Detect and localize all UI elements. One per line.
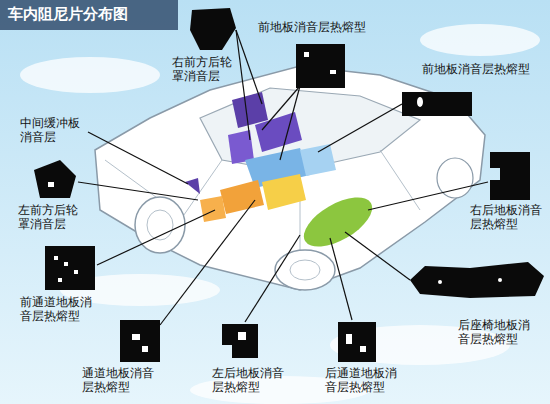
part-silhouette (222, 324, 258, 358)
part-silhouettes (34, 8, 544, 362)
hole (48, 182, 54, 187)
hole (330, 70, 336, 74)
damping-sheets (185, 92, 380, 257)
label-holder: 通道地板消音层热熔型 (82, 366, 158, 395)
label-holder: 后通道地板消音层热熔型 (325, 366, 401, 395)
title-band (0, 0, 178, 30)
label-holder: 前地板消音层热熔型 (258, 20, 370, 34)
part-label: 右后地板消音层热熔型 (470, 203, 546, 232)
leader-line (280, 86, 300, 160)
yellow-sheet (262, 174, 306, 210)
label-holder: 左后地板消音层热熔型 (212, 366, 288, 395)
leader-line (236, 30, 262, 104)
hole (54, 256, 58, 260)
hole (142, 346, 148, 352)
part-silhouette (45, 246, 95, 290)
part-silhouette (120, 320, 160, 362)
hole (498, 278, 502, 282)
car-body (95, 66, 485, 290)
hole (58, 278, 62, 282)
hole (304, 52, 309, 57)
leader-line (245, 235, 300, 322)
orange-sheet (200, 196, 226, 222)
wheel-hub (290, 260, 320, 280)
cloud (20, 57, 160, 93)
part-silhouette (410, 262, 544, 298)
leader-line (318, 104, 402, 152)
part-label: 前地板消音层热熔型 (258, 20, 370, 34)
leader-line (345, 232, 410, 280)
leader-line (236, 30, 250, 140)
hole (132, 334, 140, 340)
part-silhouette (402, 92, 472, 116)
wheel (275, 250, 335, 290)
hole (346, 334, 352, 344)
hole (417, 97, 423, 107)
label-holder: 后座椅地板消音层热熔型 (458, 318, 534, 347)
purple-sheet (185, 178, 200, 194)
part-label: 右前方后轮罩消音层 (172, 55, 236, 84)
leader-line (160, 200, 255, 325)
leader-line (330, 238, 352, 320)
label-holder: 右前方后轮罩消音层 (172, 55, 236, 84)
wheel (437, 158, 473, 198)
part-silhouette (190, 8, 236, 50)
hole (438, 280, 442, 284)
purple-sheet (255, 112, 302, 152)
part-silhouette (338, 322, 376, 362)
hole (238, 332, 246, 340)
title: 车内阻尼片分布图 (8, 5, 128, 23)
part-label: 后通道地板消音层热熔型 (325, 366, 401, 395)
title-holder: 车内阻尼片分布图 (8, 5, 128, 23)
cloud (420, 24, 540, 56)
part-label: 通道地板消音层热熔型 (82, 366, 158, 395)
label-holder: 右后地板消音层热熔型 (470, 203, 546, 232)
part-silhouette (296, 44, 345, 88)
part-label: 左后地板消音层热熔型 (212, 366, 288, 395)
part-silhouette (34, 160, 76, 198)
blue-sheet (300, 144, 336, 176)
leader-line (97, 210, 215, 265)
hole (74, 270, 78, 274)
label-holder: 左前方后轮罩消音层 (18, 203, 82, 232)
clouds (20, 24, 540, 404)
part-silhouette (490, 152, 530, 200)
hole (360, 346, 366, 352)
part-label: 前通道地板消音层热熔型 (20, 295, 96, 324)
part-label: 后座椅地板消音层热熔型 (458, 318, 534, 347)
leader-line (88, 132, 188, 184)
part-label: 中间缓冲板消音层 (20, 116, 84, 145)
part-label: 左前方后轮罩消音层 (18, 203, 82, 232)
car (95, 66, 485, 290)
label-holder: 中间缓冲板消音层 (20, 116, 84, 145)
silhouette-holes (48, 52, 502, 352)
hole (64, 262, 68, 266)
part-label: 前地板消音层热熔型 (422, 62, 534, 76)
label-holder: 前通道地板消音层热熔型 (20, 295, 96, 324)
green-sheet (296, 187, 380, 256)
orange-sheet (220, 180, 264, 214)
leader-line (78, 182, 198, 200)
label-holder: 前地板消音层热熔型 (422, 62, 534, 76)
wheel (135, 197, 185, 253)
